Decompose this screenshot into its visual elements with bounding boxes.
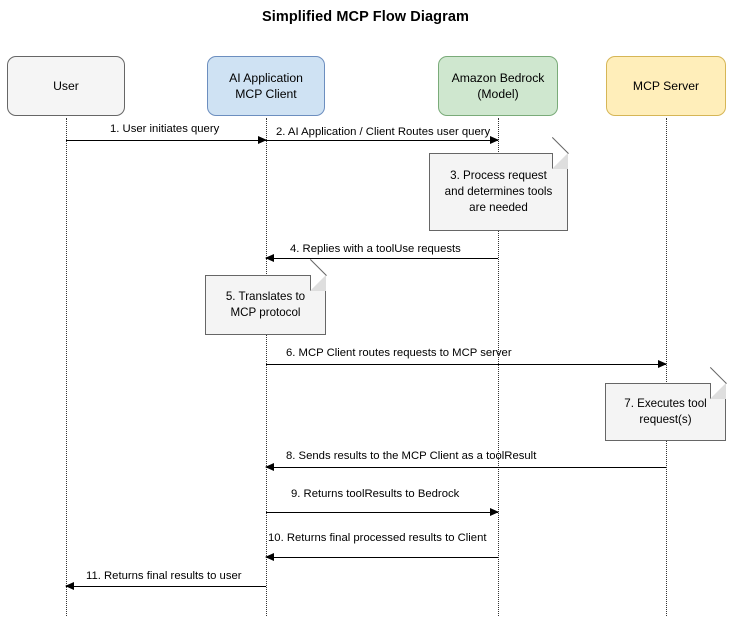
- note-5-translates-to-mcp-protocol: 5. Translates to MCP protocol: [205, 258, 327, 335]
- note-7-text: 7. Executes tool request(s): [624, 397, 707, 426]
- lifeline-bedrock: [498, 118, 499, 616]
- lifeline-client: [266, 118, 267, 616]
- message-label-4: 4. Replies with a toolUse requests: [290, 243, 461, 255]
- note-fold-line: [551, 136, 569, 154]
- actor-ai-application-mcp-client[interactable]: AI Application MCP Client: [207, 56, 325, 116]
- lifeline-user: [66, 118, 67, 616]
- message-arrow-1: [66, 136, 267, 145]
- message-label-1: 1. User initiates query: [110, 123, 220, 135]
- actor-amazon-bedrock-model[interactable]: Amazon Bedrock (Model): [438, 56, 558, 116]
- message-arrow-4: [265, 254, 498, 263]
- message-label-11: 11. Returns final results to user: [86, 570, 242, 582]
- message-arrow-10: [265, 553, 498, 562]
- actor-client-label: AI Application MCP Client: [229, 71, 303, 101]
- message-arrow-9: [266, 508, 499, 517]
- arrowhead-right-icon: [490, 136, 499, 145]
- message-label-9: 9. Returns toolResults to Bedrock: [291, 488, 460, 500]
- arrowhead-left-icon: [265, 254, 274, 263]
- note-3-text: 3. Process request and determines tools …: [444, 169, 553, 214]
- actor-bedrock-label: Amazon Bedrock (Model): [451, 71, 545, 101]
- actor-user-label: User: [53, 79, 79, 93]
- message-label-10: 10. Returns final processed results to C…: [268, 532, 487, 544]
- message-arrow-2: [266, 136, 499, 145]
- arrowhead-right-icon: [490, 508, 499, 517]
- note-fold-line: [309, 258, 327, 276]
- arrowhead-left-icon: [265, 463, 274, 472]
- note-fold-line: [709, 366, 727, 384]
- arrowhead-right-icon: [658, 360, 667, 369]
- message-label-2: 2. AI Application / Client Routes user q…: [276, 126, 491, 138]
- note-fold-corner-icon: [552, 152, 569, 169]
- message-label-6: 6. MCP Client routes requests to MCP ser…: [286, 347, 512, 359]
- message-arrow-6: [266, 360, 667, 369]
- note-7-executes-tool-requests: 7. Executes tool request(s): [605, 366, 727, 441]
- arrowhead-left-icon: [265, 553, 274, 562]
- note-fold-corner-icon: [310, 274, 327, 291]
- note-3-process-request: 3. Process request and determines tools …: [429, 136, 569, 231]
- message-label-8: 8. Sends results to the MCP Client as a …: [286, 450, 537, 462]
- page-title: Simplified MCP Flow Diagram: [261, 9, 470, 25]
- arrowhead-right-icon: [258, 136, 267, 145]
- note-5-text: 5. Translates to MCP protocol: [225, 290, 306, 319]
- note-fold-corner-icon: [710, 382, 727, 399]
- message-arrow-11: [65, 582, 266, 591]
- actor-mcp-server[interactable]: MCP Server: [606, 56, 726, 116]
- actor-user[interactable]: User: [7, 56, 125, 116]
- actor-server-label: MCP Server: [632, 79, 700, 93]
- message-arrow-8: [265, 463, 666, 472]
- arrowhead-left-icon: [65, 582, 74, 591]
